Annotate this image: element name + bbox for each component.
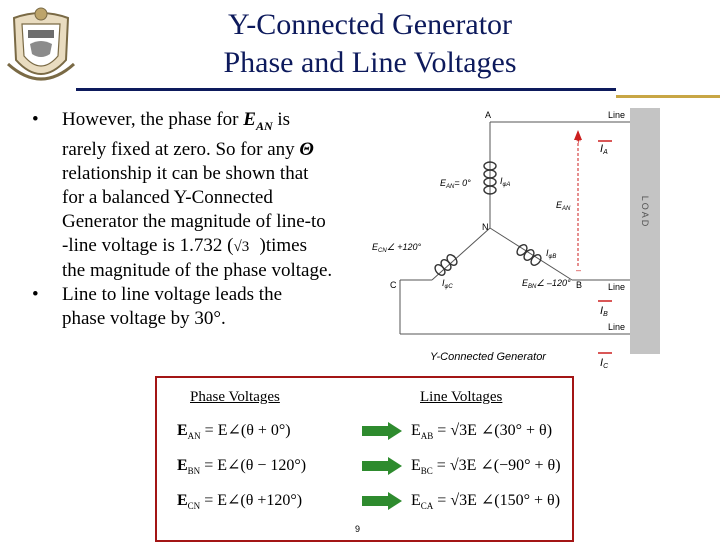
bullet-item-1: • However, the phase for EAN is rarely f… (24, 108, 384, 283)
line-eq-ab: EAB = √3E ∠(30° + θ) (411, 422, 553, 442)
bullet-text: Generator the magnitude of line-to (62, 210, 326, 232)
ebn-label: EBN∠ –120° (522, 278, 571, 290)
line-label-c: Line (608, 322, 625, 332)
ean-label: EAN= 0° (440, 178, 471, 190)
phase-eq-an: EAN = E∠(θ + 0°) (177, 422, 291, 442)
bullet-text: phase voltage by 30°. (62, 307, 226, 329)
bullet-dot: • (32, 109, 39, 130)
iphi-b-label: IφB (546, 248, 556, 260)
ean-symbol: EAN (243, 109, 273, 133)
line-label-b: Line (608, 282, 625, 292)
node-n-label: N (482, 222, 489, 232)
phase-c-wire (431, 227, 491, 281)
green-right-arrow-icon (362, 457, 402, 475)
phase-voltages-header: Phase Voltages (190, 389, 280, 405)
phase-c-coil (434, 254, 458, 276)
node-c-label: C (390, 280, 397, 290)
green-right-arrow-icon (362, 422, 402, 440)
bullet-text: is (272, 109, 291, 130)
line-eq-ca: ECA = √3E ∠(150° + θ) (411, 492, 561, 512)
phase-b-coil (516, 244, 542, 266)
minus-sign: – (576, 265, 581, 275)
iphi-c-label: IφC (442, 278, 453, 290)
bullet-text: relationship it can be shown that (62, 162, 309, 184)
bullet-item-2: • Line to line voltage leads the phase v… (24, 283, 384, 331)
bullet-text: However, the phase for (62, 109, 244, 130)
bullet-dot: • (32, 283, 39, 305)
ean-vector-arrowhead (574, 130, 582, 140)
phase-eq-bn: EBN = E∠(θ − 120°) (177, 457, 307, 477)
phase-eq-cn: ECN = E∠(θ +120°) (177, 492, 303, 512)
line-voltages-header: Line Voltages (420, 389, 503, 405)
page-title: Y-Connected Generator Phase and Line Vol… (80, 6, 660, 82)
load-label: LOAD (640, 196, 650, 229)
bullet-text: )times (259, 234, 308, 256)
theta-symbol: Θ (299, 138, 314, 160)
diagram-caption: Y-Connected Generator (430, 351, 547, 363)
title-line-2: Phase and Line Voltages (223, 46, 517, 79)
bullet-text: Line to line voltage leads the (62, 283, 283, 305)
line-eq-bc: EBC = √3E ∠(−90° + θ) (411, 457, 561, 477)
sqrt3-symbol: √3 (233, 238, 250, 255)
node-a-label: A (485, 110, 491, 120)
bullet-text: -line voltage is 1.732 ( (62, 234, 234, 256)
formula-box: Phase Voltages Line Voltages EAN = E∠(θ … (155, 376, 574, 542)
bullet-text: for a balanced Y-Connected (62, 186, 273, 208)
title-rule (76, 88, 616, 91)
current-ic-label: IC (600, 357, 609, 370)
plus-sign: + (576, 136, 581, 146)
bullet-list: • However, the phase for EAN is rarely f… (24, 108, 384, 331)
bullet-text: rarely fixed at zero. So for any (62, 138, 300, 160)
page-number: 9 (355, 524, 361, 534)
bullet-text: the magnitude of the phase voltage. (62, 259, 333, 281)
title-line-1: Y-Connected Generator (227, 8, 513, 41)
phase-b-wire (489, 227, 573, 281)
ecn-label: ECN∠ +120° (372, 242, 422, 254)
current-ia-label: IA (600, 143, 608, 156)
line-label-a: Line (608, 110, 625, 120)
iphi-a-label: IφA (500, 176, 510, 188)
phase-a-coil (483, 161, 497, 195)
current-ib-label: IB (600, 305, 608, 318)
load-panel (630, 108, 660, 354)
node-b-label: B (576, 280, 582, 290)
y-connected-generator-diagram: LOAD A N B C Line Line Line + – EAN IA I… (372, 108, 660, 370)
naval-academy-crest-icon (6, 7, 76, 81)
ean-vector-label: EAN (556, 200, 571, 212)
title-rule-accent (616, 95, 720, 98)
green-right-arrow-icon (362, 492, 402, 510)
